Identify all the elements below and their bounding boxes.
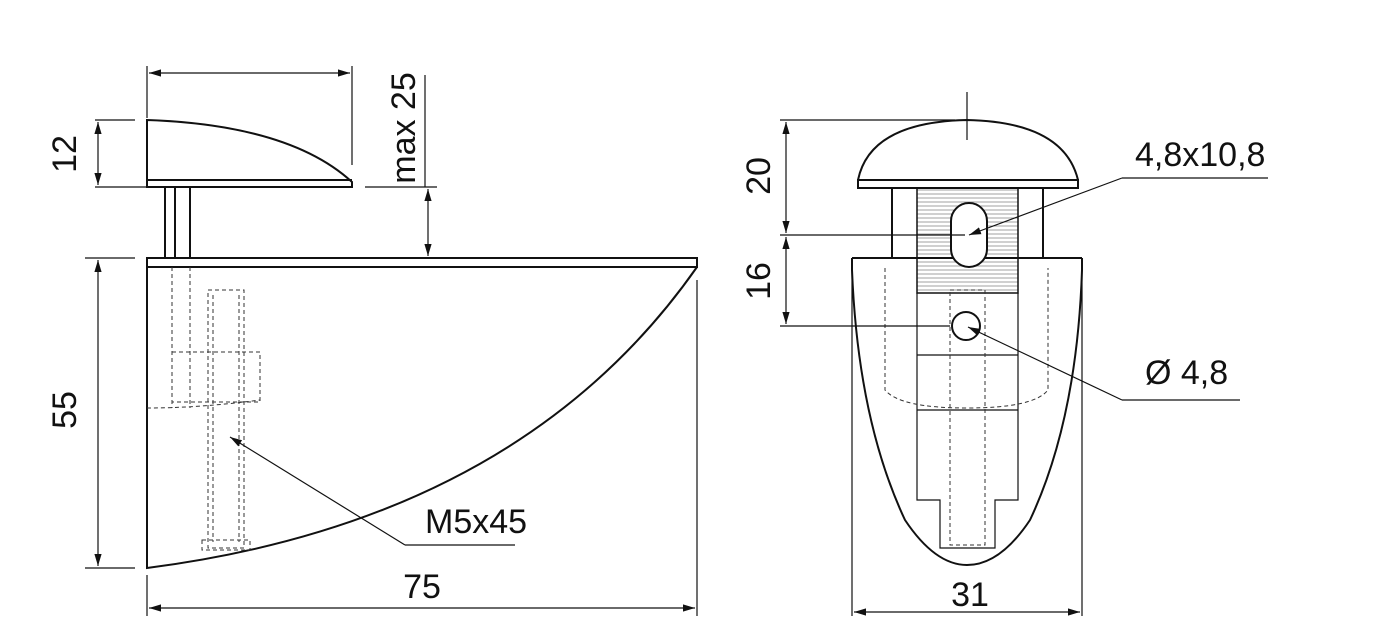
dim-31-label: 31 bbox=[951, 576, 989, 614]
dim-20-label: 20 bbox=[740, 157, 778, 195]
front-view: 20 16 4,8x10,8 Ø 4,8 31 bbox=[740, 92, 1268, 616]
slot-label: 4,8x10,8 bbox=[1135, 136, 1265, 174]
dim-max25-label: max 25 bbox=[385, 72, 423, 184]
hole-label: Ø 4,8 bbox=[1145, 354, 1228, 392]
dim-16-label: 16 bbox=[740, 262, 778, 300]
clamp-top-plate bbox=[146, 118, 353, 188]
dim-55-label: 55 bbox=[46, 391, 84, 429]
dome-cap bbox=[857, 118, 1079, 181]
front-body bbox=[851, 258, 1083, 567]
side-view: 12 max 25 55 75 bbox=[46, 66, 698, 616]
base-plate bbox=[146, 257, 698, 268]
bracket-body bbox=[146, 266, 698, 570]
screw-label: M5x45 bbox=[425, 503, 527, 541]
hidden-screw bbox=[146, 267, 261, 551]
dim-75-label: 75 bbox=[403, 568, 441, 606]
hole bbox=[951, 311, 981, 341]
dim-12-label: 12 bbox=[46, 135, 84, 173]
